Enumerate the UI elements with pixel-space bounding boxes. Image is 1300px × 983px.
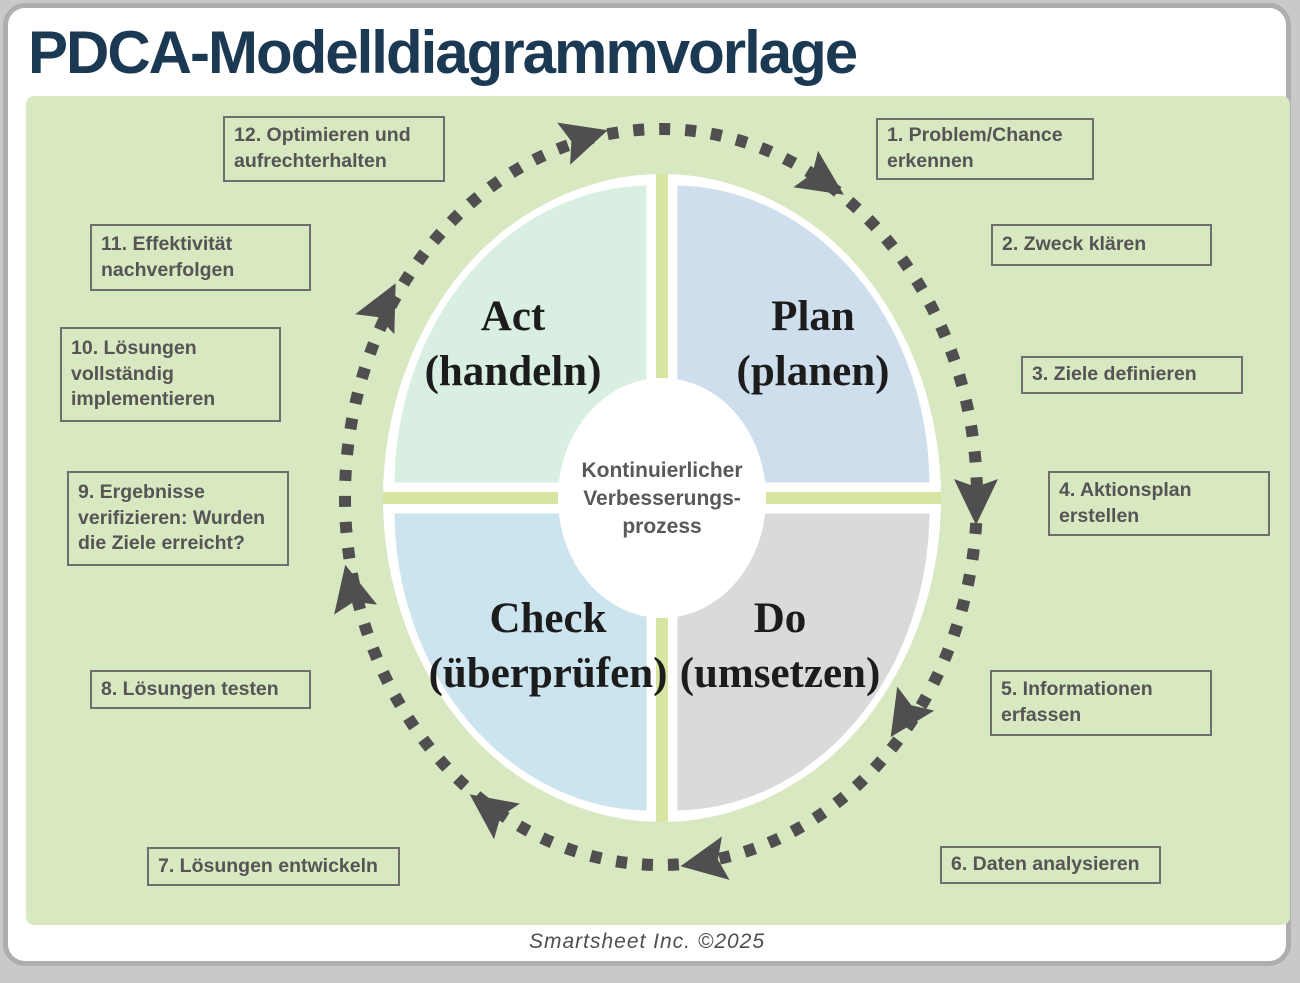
quadrant-check-label: Check <box>489 595 606 642</box>
step-box-6: 6. Daten analysieren <box>940 846 1161 884</box>
quadrant-check <box>387 506 654 818</box>
step-box-3: 3. Ziele definieren <box>1021 356 1243 394</box>
arrowhead-icon <box>334 564 378 615</box>
step-box-5: 5. Informationen erfassen <box>990 670 1212 736</box>
step-box-12: 12. Optimieren und aufrechterhalten <box>223 116 445 182</box>
quadrant-act <box>387 178 654 490</box>
quadrant-plan <box>670 178 937 490</box>
quadrant-check-sub: (überprüfen) <box>429 650 668 697</box>
arrowhead-icon <box>355 283 396 335</box>
step-box-7: 7. Lösungen entwickeln <box>147 847 400 886</box>
arrowhead-icon <box>954 479 998 525</box>
step-box-1: 1. Problem/Chance erkennen <box>876 118 1094 180</box>
center-hub-line3: prozess <box>622 515 701 538</box>
step-box-8: 8. Lösungen testen <box>90 670 311 709</box>
page-card: PDCA-Modelldiagrammvorlage <box>3 3 1291 966</box>
arrowhead-icon <box>469 794 520 840</box>
quadrant-do-label: Do <box>754 595 807 642</box>
step-box-9: 9. Ergebnisse verifizieren: Wurden die Z… <box>67 471 289 566</box>
page-title: PDCA-Modelldiagrammvorlage <box>28 19 858 86</box>
step-box-10: 10. Lösungen vollständig implementieren <box>60 327 281 422</box>
center-hub-line1: Kontinuierlicher <box>581 459 742 482</box>
quadrant-plan-label: Plan <box>771 293 855 340</box>
quadrant-do-sub: (umsetzen) <box>680 650 881 697</box>
quadrant-plan-sub: (planen) <box>737 348 890 395</box>
quadrant-act-label: Act <box>481 293 546 340</box>
step-box-2: 2. Zweck klären <box>991 224 1212 266</box>
pdca-cycle-diagram: Act (handeln) Plan (planen) Check (überp… <box>334 122 998 880</box>
arrowhead-icon <box>680 836 730 880</box>
center-hub-line2: Verbesserungs- <box>583 487 741 510</box>
footer-credit: Smartsheet Inc. ©2025 <box>528 930 766 953</box>
step-box-4: 4. Aktionsplan erstellen <box>1048 471 1270 536</box>
arrowhead-icon <box>890 686 935 738</box>
center-hub-circle <box>558 378 766 618</box>
arrowhead-icon <box>793 150 844 195</box>
quadrant-do <box>670 506 937 818</box>
arrowhead-icon <box>557 122 608 165</box>
step-box-11: 11. Effektivität nachverfolgen <box>90 224 311 291</box>
quadrant-act-sub: (handeln) <box>425 348 602 395</box>
